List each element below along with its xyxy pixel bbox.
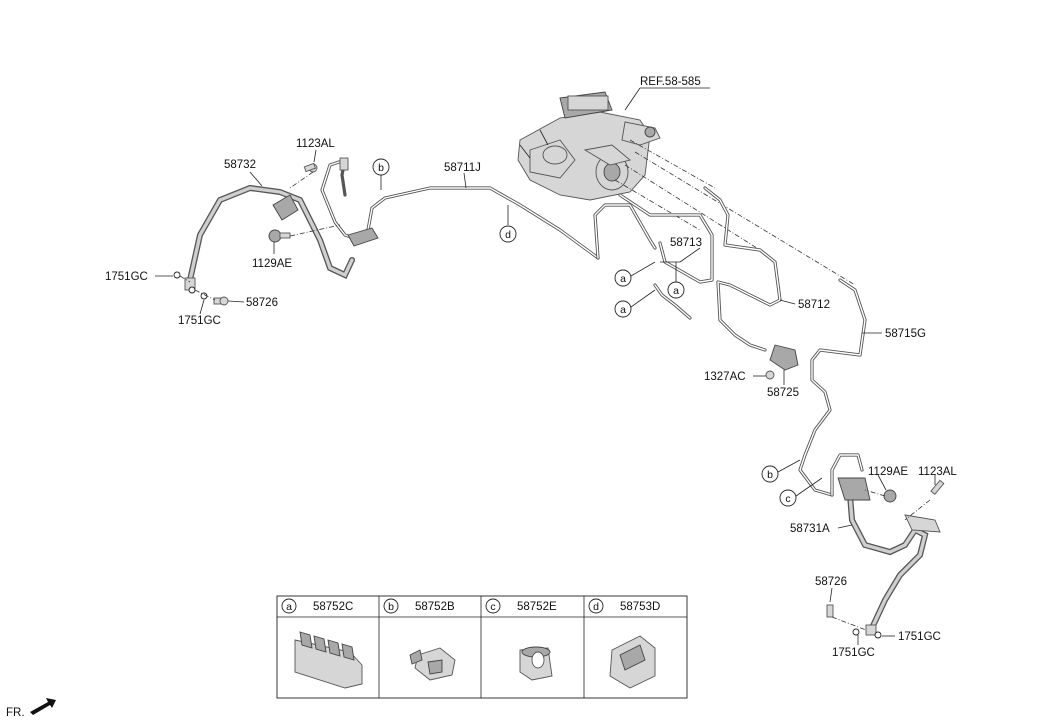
legend-cell-c: c 58752E — [485, 598, 557, 681]
label-1123AL-left: 1123AL — [296, 138, 335, 150]
pipe-fitting — [339, 157, 349, 171]
callout-d-mid: d — [499, 225, 517, 243]
bolt-1129AE-left — [268, 229, 291, 243]
svg-text:c: c — [490, 601, 495, 613]
front-arrow-icon — [30, 698, 56, 715]
brake-pipe-58715G — [798, 278, 867, 497]
svg-text:a: a — [286, 601, 292, 613]
brake-pipe-58712 — [703, 186, 782, 352]
svg-text:b: b — [378, 162, 384, 174]
brake-pipe-58713 — [618, 193, 714, 284]
callout-b-right: b — [761, 465, 779, 483]
svg-text:b: b — [767, 469, 773, 481]
bolt-1129AE-right — [883, 489, 897, 503]
svg-text:58752B: 58752B — [415, 601, 455, 613]
svg-text:a: a — [620, 304, 626, 316]
svg-text:58752C: 58752C — [313, 601, 353, 613]
svg-text:d: d — [505, 229, 511, 241]
label-58713: 58713 — [670, 237, 702, 249]
svg-text:b: b — [388, 601, 394, 613]
ref-label: REF.58-585 — [640, 76, 701, 88]
brake-hose-58731A — [837, 477, 941, 636]
label-1129AE-left: 1129AE — [252, 258, 292, 270]
label-1751GC-left-bot: 1751GC — [178, 315, 221, 327]
leader-lines — [155, 149, 936, 645]
legend-cell-b: b 58752B — [383, 598, 456, 681]
label-1123AL-right: 1123AL — [918, 466, 957, 478]
label-1751GC-right-a: 1751GC — [898, 631, 941, 643]
valve-58725 — [765, 344, 799, 380]
callout-b-top: b — [372, 158, 390, 176]
label-58726-right: 58726 — [815, 576, 847, 588]
legend-cell-a: a 58752C — [281, 598, 363, 689]
label-58711J: 58711J — [444, 162, 481, 174]
callout-a-1: a — [614, 269, 632, 287]
front-label: FR. — [6, 707, 25, 719]
label-58732: 58732 — [224, 159, 256, 171]
svg-text:58752E: 58752E — [517, 601, 557, 613]
brake-booster-assembly — [517, 91, 661, 201]
svg-text:a: a — [620, 273, 626, 285]
svg-text:d: d — [593, 601, 599, 613]
label-58725: 58725 — [767, 387, 799, 399]
label-1751GC-right-b: 1751GC — [832, 647, 875, 659]
label-58712: 58712 — [798, 299, 830, 311]
svg-text:58753D: 58753D — [620, 601, 660, 613]
label-1327AC: 1327AC — [704, 371, 746, 383]
ref-leader — [624, 87, 641, 111]
label-1129AE-right: 1129AE — [868, 466, 908, 478]
label-58731A: 58731A — [790, 523, 830, 535]
callout-c-right: c — [779, 489, 797, 507]
bolt-1123AL-right — [930, 479, 945, 495]
brake-pipe-58711J — [320, 158, 657, 260]
svg-text:a: a — [673, 285, 679, 297]
callout-a-3: a — [667, 281, 685, 299]
legend-cell-d: d 58753D — [588, 598, 660, 689]
washers-right — [826, 604, 882, 639]
label-58726-left: 58726 — [246, 297, 278, 309]
label-1751GC-left-top: 1751GC — [105, 271, 148, 283]
label-58715G: 58715G — [885, 328, 926, 340]
legend-table: a 58752C b 58752B c 58752E d — [276, 595, 688, 699]
bolt-1123AL-left — [303, 162, 318, 173]
brake-hose-58732 — [184, 184, 355, 291]
pipe-bracket-left — [347, 227, 379, 247]
front-direction-indicator: FR. — [6, 698, 56, 719]
callout-a-2: a — [614, 300, 632, 318]
svg-text:c: c — [785, 493, 790, 505]
